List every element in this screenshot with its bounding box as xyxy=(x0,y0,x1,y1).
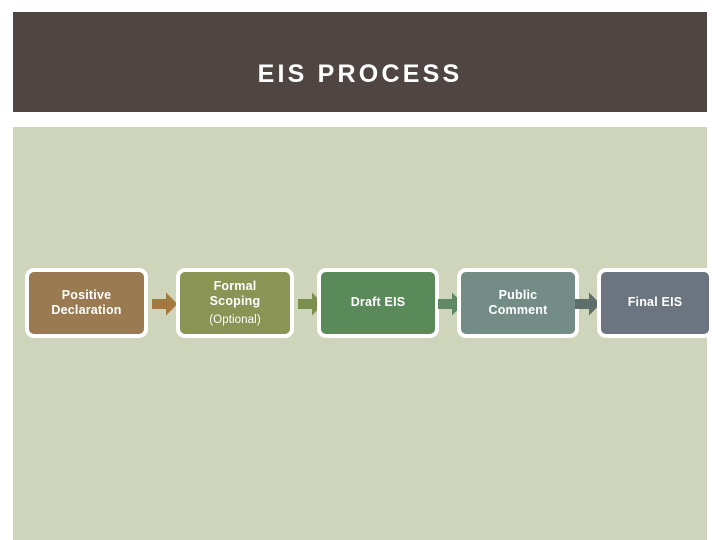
arrow-right-icon xyxy=(575,292,601,316)
title-band: EIS PROCESS xyxy=(13,12,707,112)
flow-node-formal-scoping[interactable]: Formal Scoping (Optional) xyxy=(176,268,294,338)
flow-node-public-comment[interactable]: Public Comment xyxy=(457,268,579,338)
flow-node-label: Draft EIS xyxy=(350,295,406,310)
slide-body-panel: Positive Declaration Formal Scoping (Opt… xyxy=(13,127,713,540)
eis-process-flow: Positive Declaration Formal Scoping (Opt… xyxy=(13,268,713,348)
flow-node-label: Final EIS xyxy=(627,295,683,310)
flow-node-positive-declaration[interactable]: Positive Declaration xyxy=(25,268,148,338)
flow-node-final-eis[interactable]: Final EIS xyxy=(597,268,713,338)
arrow-right-icon xyxy=(152,292,178,316)
flow-node-draft-eis[interactable]: Draft EIS xyxy=(317,268,439,338)
flow-node-sublabel: (Optional) xyxy=(209,313,261,326)
flow-node-label: Public Comment xyxy=(488,287,548,317)
flow-node-label: Formal Scoping xyxy=(209,279,261,309)
page-title: EIS PROCESS xyxy=(257,60,463,88)
flow-node-label: Positive Declaration xyxy=(51,287,122,317)
